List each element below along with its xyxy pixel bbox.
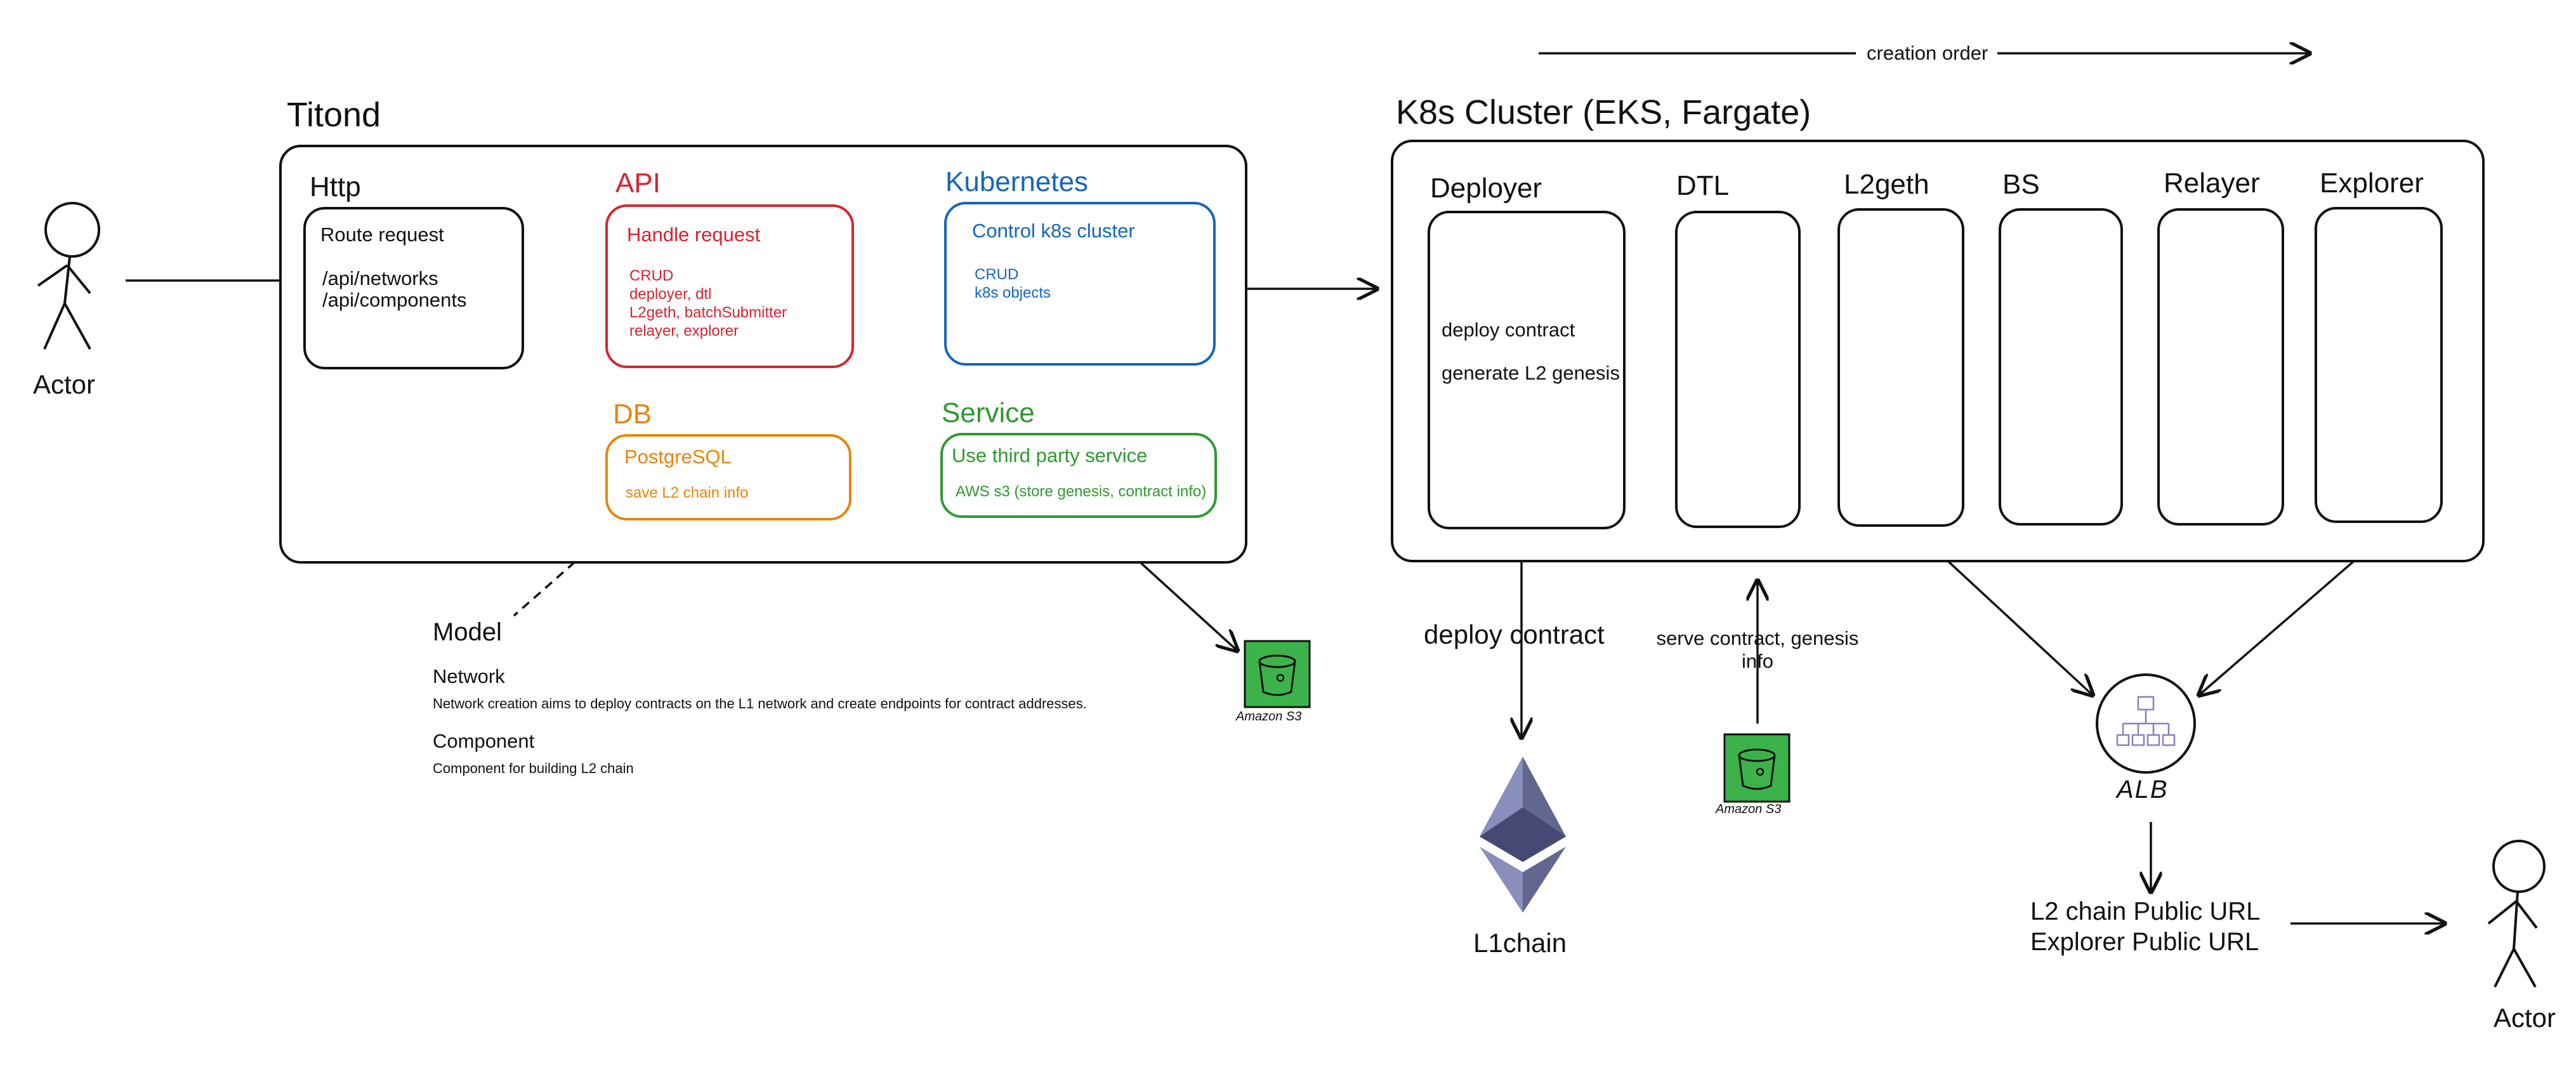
service-heading: Service (942, 397, 1035, 428)
s3-label-dtl: Amazon S3 (1716, 802, 1782, 816)
arrow-explorer-to-alb (2199, 548, 2369, 695)
creation-order-label: creation order (1867, 42, 1988, 64)
s3-bucket-icon-service (1244, 640, 1311, 708)
service-title: Use third party service (952, 444, 1148, 467)
s3-label-service: Amazon S3 (1236, 710, 1302, 724)
pod-explorer-box (2315, 207, 2443, 523)
http-box (303, 207, 524, 369)
actor-right-label: Actor (2494, 1003, 2556, 1033)
service-box (940, 433, 1217, 518)
api-title: Handle request (627, 223, 761, 246)
service-details: AWS s3 (store genesis, contract info) (956, 483, 1207, 500)
alb-icon (2096, 673, 2196, 774)
deployer-line1: deploy contract (1442, 319, 1575, 341)
http-routes: /api/networks /api/components (322, 267, 467, 311)
api-details: CRUD deployer, dtl L2geth, batchSubmitte… (629, 267, 787, 340)
pod-deployer-heading: Deployer (1430, 173, 1542, 204)
public-urls-label: L2 chain Public URL Explorer Public URL (2030, 897, 2261, 956)
pod-explorer-heading: Explorer (2320, 168, 2424, 199)
alb-label: ALB (2117, 776, 2169, 804)
http-heading: Http (310, 171, 361, 202)
titond-title: Titond (287, 96, 381, 134)
http-title: Route request (320, 223, 444, 246)
db-details: save L2 chain info (626, 484, 749, 501)
pod-l2geth-box (1837, 208, 1964, 527)
model-title: Model (433, 618, 502, 646)
l1chain-label: L1chain (1473, 928, 1567, 958)
db-box (605, 434, 851, 520)
k8s-title: K8s Cluster (EKS, Fargate) (1396, 93, 1811, 131)
pod-l2geth-heading: L2geth (1844, 169, 1929, 200)
arrow-l2geth-to-alb (1920, 535, 2093, 695)
kubernetes-heading: Kubernetes (945, 166, 1089, 197)
model-network-desc: Network creation aims to deploy contract… (433, 696, 1087, 712)
actor-left-label: Actor (33, 369, 96, 399)
pod-relayer-box (2157, 208, 2284, 526)
db-heading: DB (613, 399, 652, 430)
kubernetes-box (944, 202, 1216, 366)
pod-bs-box (1999, 208, 2123, 526)
deployer-line2: generate L2 genesis (1442, 362, 1620, 384)
api-heading: API (615, 168, 660, 199)
pod-dtl-box (1675, 211, 1801, 528)
deploy-contract-label: deploy contract (1424, 619, 1605, 649)
serve-contract-label: serve contract, genesis info (1656, 627, 1859, 672)
api-box (605, 204, 854, 368)
pod-relayer-heading: Relayer (2164, 168, 2260, 199)
model-network-title: Network (433, 665, 505, 687)
model-component-title: Component (433, 730, 535, 752)
db-title: PostgreSQL (624, 446, 732, 468)
actor-left-figure (37, 202, 100, 350)
model-component-desc: Component for building L2 chain (433, 760, 634, 776)
pod-deployer-box (1428, 211, 1626, 529)
s3-bucket-icon-dtl (1723, 733, 1791, 803)
kubernetes-details: CRUD k8s objects (975, 266, 1051, 301)
pod-dtl-heading: DTL (1676, 170, 1730, 201)
pod-bs-heading: BS (2002, 169, 2040, 200)
actor-right-figure (2487, 840, 2546, 988)
kubernetes-title: Control k8s cluster (972, 220, 1135, 242)
ethereum-icon (1480, 757, 1566, 913)
